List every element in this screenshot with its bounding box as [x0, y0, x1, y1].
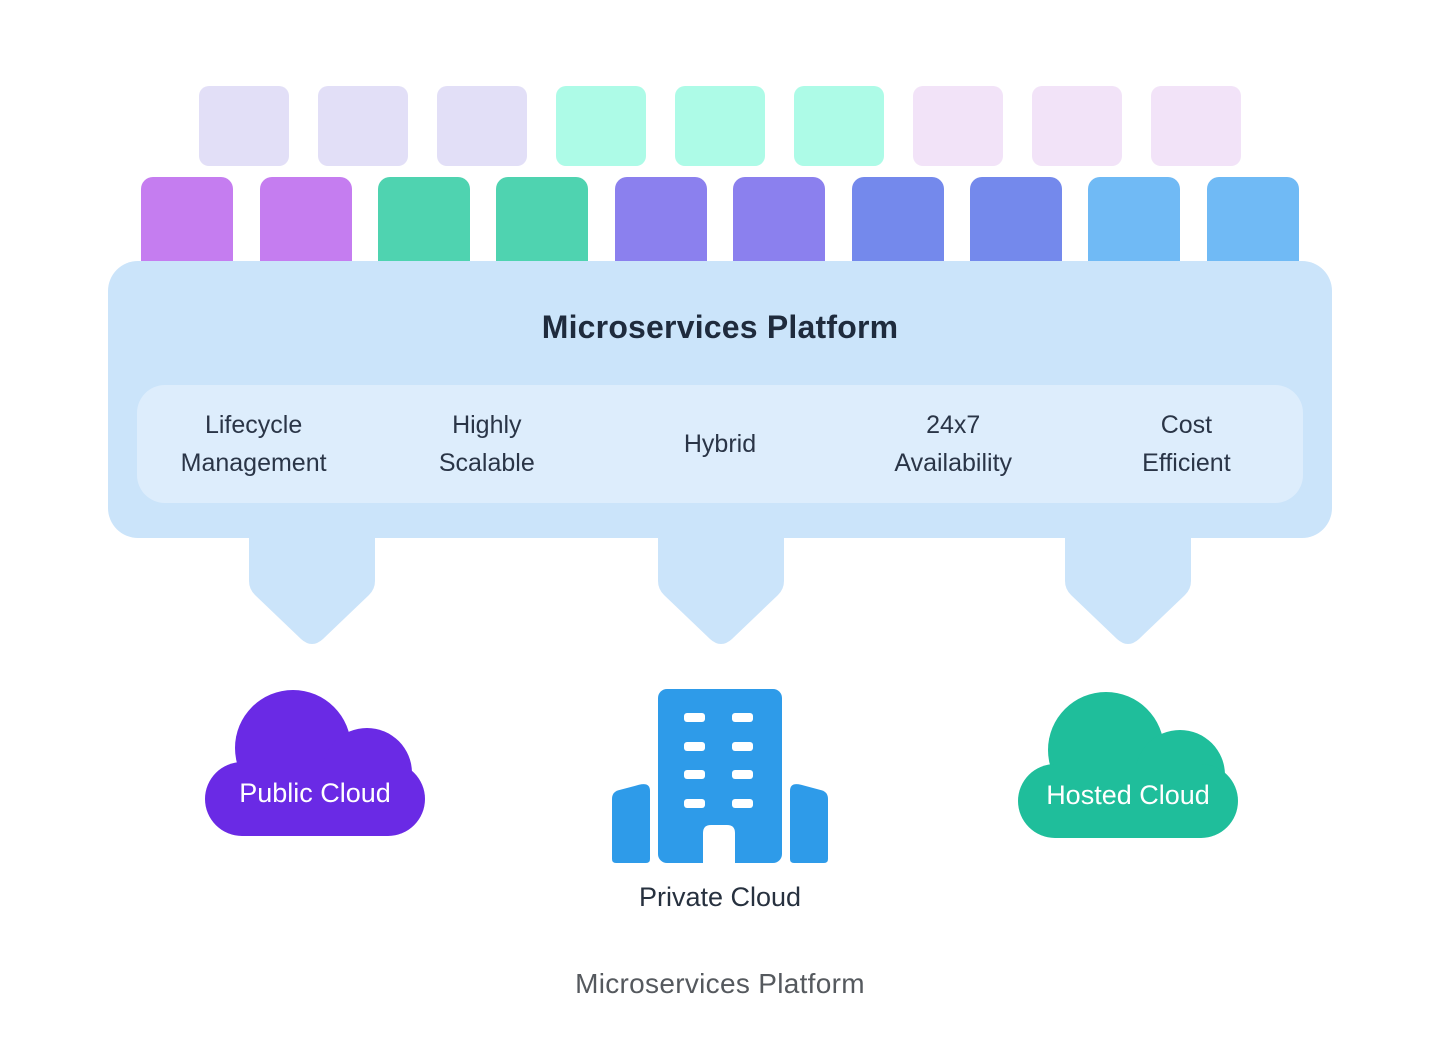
tile-orchid	[141, 177, 234, 265]
tile-pink	[1032, 86, 1122, 166]
feature-hybrid: Hybrid	[603, 385, 836, 503]
tile-sky	[1088, 177, 1181, 265]
platform-features-bar: Lifecycle Management Highly Scalable Hyb…	[137, 385, 1303, 503]
tile-teal	[378, 177, 471, 265]
pointer-shape	[249, 536, 375, 644]
public-cloud: Public Cloud	[205, 688, 425, 836]
tile-lavender	[437, 86, 527, 166]
diagram-caption: Microservices Platform	[575, 968, 865, 999]
hosted-cloud: Hosted Cloud	[1018, 690, 1238, 838]
feature-line: Scalable	[438, 449, 535, 477]
pointer-shape	[1065, 536, 1191, 644]
private-cloud-label: Private Cloud	[638, 882, 802, 912]
tile-sky	[1206, 177, 1299, 265]
pointer-shape	[658, 536, 784, 644]
building-windows	[684, 713, 753, 863]
tile-orchid	[259, 177, 352, 265]
cloud-icon	[205, 690, 425, 836]
hosted-cloud-label: Hosted Cloud	[1046, 780, 1210, 810]
feature-line: Lifecycle	[204, 411, 303, 439]
private-cloud	[612, 689, 828, 863]
tile-blue-violet	[969, 177, 1062, 265]
feature-line: Efficient	[1142, 449, 1231, 477]
tile-pink	[913, 86, 1003, 166]
platform-title: Microservices Platform	[541, 309, 899, 345]
tile-lavender	[199, 86, 289, 166]
feature-247-availability: 24x7 Availability	[837, 385, 1070, 503]
feature-line: Availability	[894, 449, 1013, 477]
tile-violet	[733, 177, 826, 265]
cloud-icon	[1018, 692, 1238, 838]
building-icon	[612, 689, 828, 863]
cloud-shape	[205, 690, 425, 836]
arrow-down-to-private-cloud	[658, 536, 784, 644]
feature-line: 24x7	[926, 411, 981, 439]
tile-teal	[496, 177, 589, 265]
tile-violet	[614, 177, 707, 265]
tile-row-top	[0, 86, 1440, 166]
tile-row-bottom	[0, 177, 1440, 265]
feature-line: Cost	[1160, 411, 1213, 439]
tile-mint	[556, 86, 646, 166]
microservices-platform-panel: Microservices Platform Lifecycle Managem…	[108, 261, 1332, 538]
arrow-down-to-public-cloud	[249, 536, 375, 644]
feature-line: Highly	[452, 411, 522, 439]
cloud-shape	[1018, 692, 1238, 838]
arrow-down-to-hosted-cloud	[1065, 536, 1191, 644]
tile-lavender	[318, 86, 408, 166]
tile-pink	[1151, 86, 1241, 166]
tile-mint	[794, 86, 884, 166]
public-cloud-label: Public Cloud	[239, 778, 391, 808]
tile-blue-violet	[851, 177, 944, 265]
feature-line: Hybrid	[683, 430, 757, 458]
building-door	[703, 825, 735, 863]
feature-cost-efficient: Cost Efficient	[1070, 385, 1303, 503]
feature-line: Management	[180, 449, 327, 477]
building-shape	[612, 689, 828, 863]
feature-lifecycle-management: Lifecycle Management	[137, 385, 370, 503]
feature-highly-scalable: Highly Scalable	[370, 385, 603, 503]
tile-mint	[675, 86, 765, 166]
